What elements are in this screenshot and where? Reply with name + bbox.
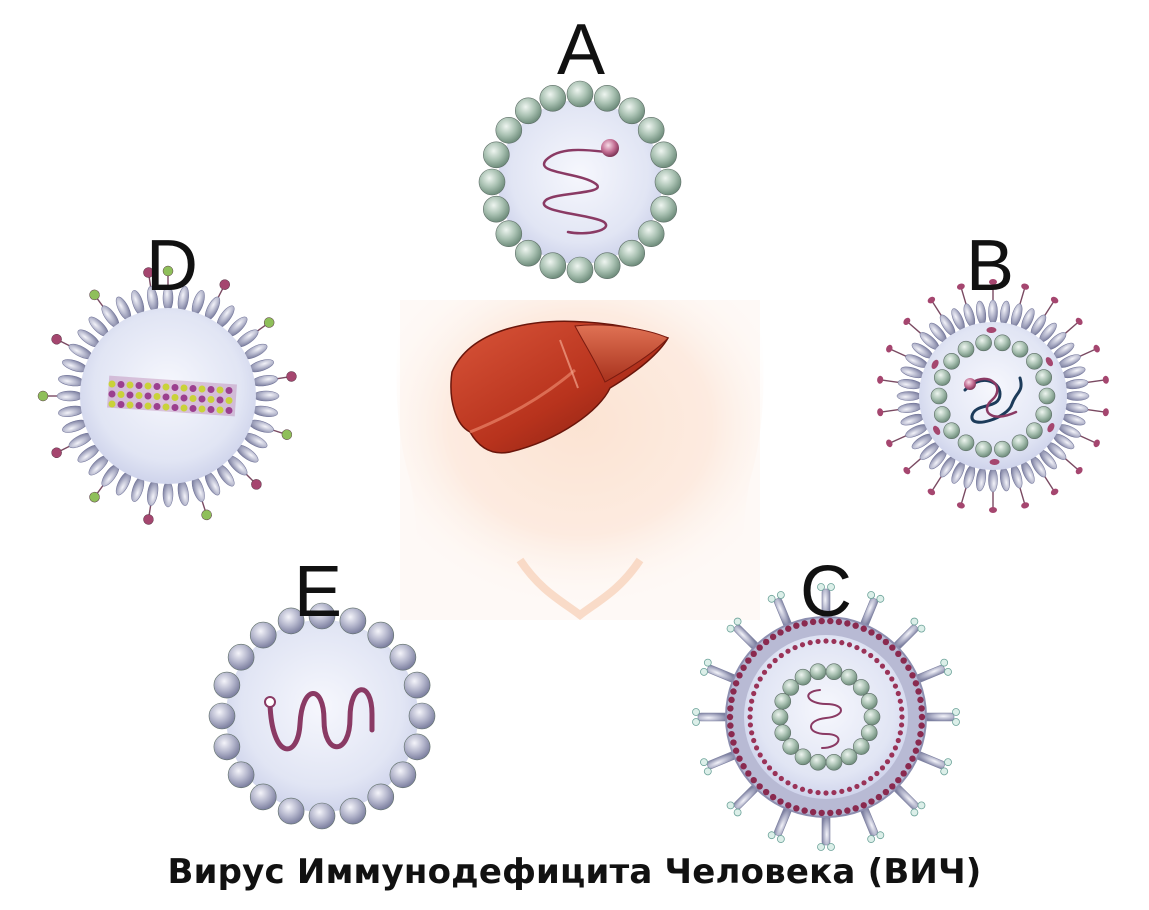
- virus-b-icon: [877, 279, 1110, 513]
- caption: Вирус Иммунодефицита Человека (ВИЧ): [0, 852, 1149, 892]
- label-c: C: [800, 556, 852, 628]
- label-a: A: [557, 14, 605, 86]
- label-d: D: [146, 230, 198, 302]
- label-e: E: [294, 556, 342, 628]
- virus-e-icon: [209, 603, 435, 829]
- label-b: B: [966, 230, 1014, 302]
- virus-a-icon: [479, 81, 681, 283]
